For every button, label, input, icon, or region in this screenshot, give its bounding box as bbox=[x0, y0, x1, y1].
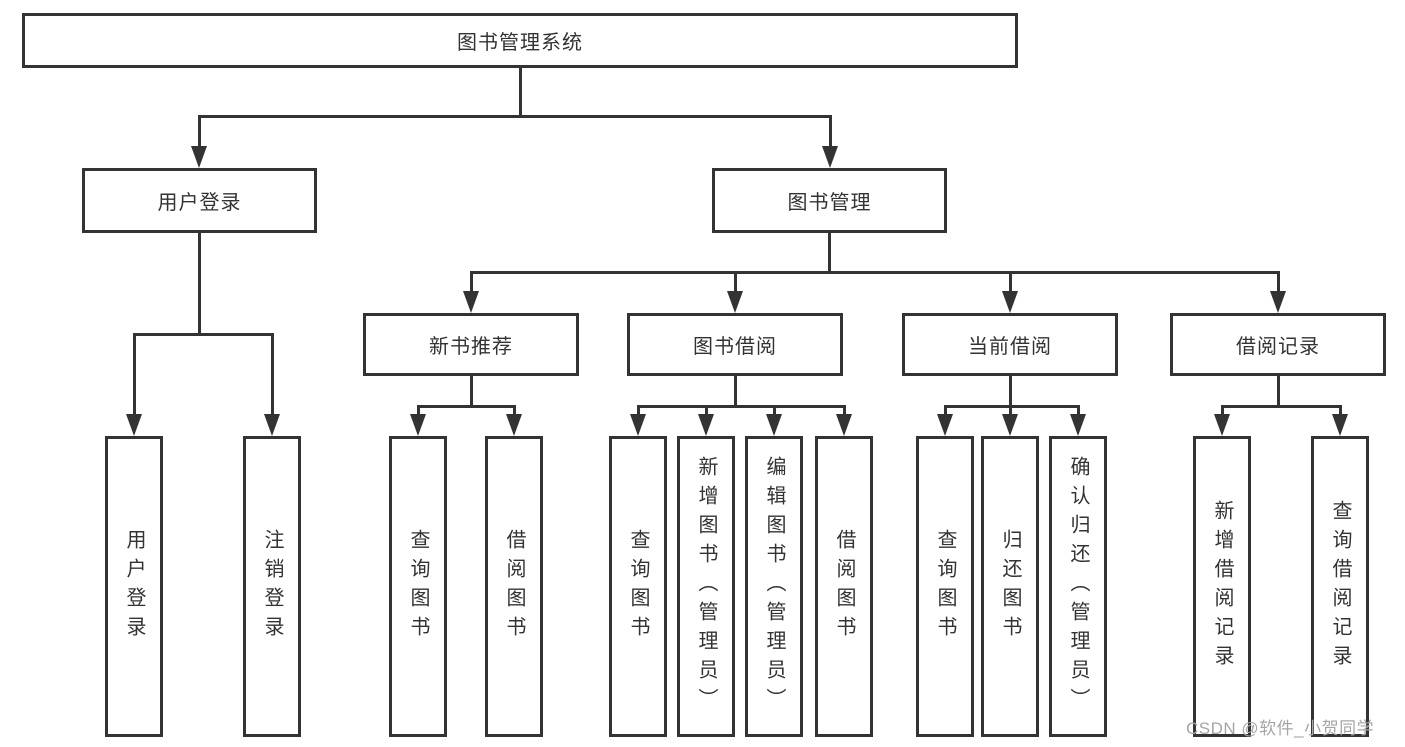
leaf-borrow-books-recommend: 借阅图书 bbox=[485, 436, 543, 737]
connector-line bbox=[829, 115, 832, 150]
connector-line bbox=[133, 333, 274, 336]
node-book-borrowing: 图书借阅 bbox=[627, 313, 843, 376]
connector-line bbox=[470, 271, 1279, 274]
connector-line bbox=[1277, 271, 1280, 293]
arrowhead-down bbox=[698, 414, 714, 436]
arrowhead-down bbox=[1070, 414, 1086, 436]
leaf-edit-book-admin: 编辑图书（管理员） bbox=[745, 436, 803, 737]
connector-line bbox=[133, 333, 136, 418]
arrowhead-down bbox=[1332, 414, 1348, 436]
node-new-book-recommend: 新书推荐 bbox=[363, 313, 579, 376]
node-book-management: 图书管理 bbox=[712, 168, 947, 233]
leaf-add-book-admin: 新增图书（管理员） bbox=[677, 436, 735, 737]
connector-line bbox=[198, 115, 832, 118]
leaf-add-borrow-record: 新增借阅记录 bbox=[1193, 436, 1251, 737]
leaf-return-book: 归还图书 bbox=[981, 436, 1039, 737]
node-label: 借阅记录 bbox=[1236, 336, 1320, 358]
arrowhead-down bbox=[937, 414, 953, 436]
connector-line bbox=[417, 405, 420, 418]
leaf-logout: 注销登录 bbox=[243, 436, 301, 737]
arrowhead-down bbox=[836, 414, 852, 436]
leaf-query-books-borrowing: 查询图书 bbox=[609, 436, 667, 737]
connector-line bbox=[773, 405, 776, 418]
connector-line bbox=[734, 271, 737, 293]
connector-line bbox=[1221, 405, 1341, 408]
leaf-label: 用户登录 bbox=[123, 528, 145, 645]
arrowhead-down bbox=[1270, 291, 1286, 313]
leaf-label: 归还图书 bbox=[999, 528, 1021, 645]
node-label: 当前借阅 bbox=[968, 336, 1052, 358]
arrowhead-down bbox=[506, 414, 522, 436]
leaf-user-login: 用户登录 bbox=[105, 436, 163, 737]
leaf-query-books-current: 查询图书 bbox=[916, 436, 974, 737]
arrowhead-down bbox=[264, 414, 280, 436]
connector-line bbox=[198, 233, 201, 336]
leaf-label: 查询图书 bbox=[407, 528, 429, 645]
connector-line bbox=[1009, 405, 1012, 418]
node-library-management-system: 图书管理系统 bbox=[22, 13, 1018, 68]
csdn-watermark: CSDN @软件_小贺同学 bbox=[1186, 719, 1375, 738]
node-label: 用户登录 bbox=[157, 192, 242, 214]
connector-line bbox=[198, 115, 201, 150]
arrowhead-down bbox=[410, 414, 426, 436]
connector-line bbox=[519, 68, 522, 117]
connector-line bbox=[1009, 271, 1012, 293]
node-label: 图书管理系统 bbox=[457, 32, 583, 54]
leaf-query-borrow-record: 查询借阅记录 bbox=[1311, 436, 1369, 737]
leaf-label: 新增图书（管理员） bbox=[695, 456, 717, 717]
arrowhead-down bbox=[630, 414, 646, 436]
node-label: 图书借阅 bbox=[693, 336, 777, 358]
arrowhead-down bbox=[766, 414, 782, 436]
leaf-label: 新增借阅记录 bbox=[1211, 499, 1233, 674]
connector-line bbox=[734, 376, 737, 408]
leaf-label: 确认归还（管理员） bbox=[1067, 456, 1089, 717]
leaf-label: 注销登录 bbox=[261, 528, 283, 645]
node-current-borrowing: 当前借阅 bbox=[902, 313, 1118, 376]
leaf-label: 查询图书 bbox=[627, 528, 649, 645]
arrowhead-down bbox=[463, 291, 479, 313]
leaf-label: 借阅图书 bbox=[833, 528, 855, 645]
arrowhead-down bbox=[191, 146, 207, 168]
connector-line bbox=[944, 405, 947, 418]
leaf-borrow-book: 借阅图书 bbox=[815, 436, 873, 737]
connector-line bbox=[513, 405, 516, 418]
arrowhead-down bbox=[1214, 414, 1230, 436]
connector-line bbox=[470, 376, 473, 408]
connector-line bbox=[417, 405, 515, 408]
connector-line bbox=[944, 405, 1080, 408]
connector-line bbox=[637, 405, 640, 418]
arrowhead-down bbox=[1002, 291, 1018, 313]
arrowhead-down bbox=[1002, 414, 1018, 436]
connector-line bbox=[1277, 376, 1280, 408]
connector-line bbox=[1339, 405, 1342, 418]
connector-line bbox=[705, 405, 708, 418]
connector-line bbox=[1221, 405, 1224, 418]
node-user-login: 用户登录 bbox=[82, 168, 317, 233]
leaf-label: 编辑图书（管理员） bbox=[763, 456, 785, 717]
connector-line bbox=[637, 405, 845, 408]
node-label: 新书推荐 bbox=[429, 336, 513, 358]
node-borrowing-records: 借阅记录 bbox=[1170, 313, 1386, 376]
connector-line bbox=[1077, 405, 1080, 418]
node-label: 图书管理 bbox=[787, 192, 872, 214]
leaf-label: 查询借阅记录 bbox=[1329, 499, 1351, 674]
leaf-label: 查询图书 bbox=[934, 528, 956, 645]
connector-line bbox=[828, 233, 831, 273]
arrowhead-down bbox=[126, 414, 142, 436]
connector-line bbox=[843, 405, 846, 418]
leaf-label: 借阅图书 bbox=[503, 528, 525, 645]
connector-line bbox=[470, 271, 473, 293]
arrowhead-down bbox=[727, 291, 743, 313]
arrowhead-down bbox=[822, 146, 838, 168]
connector-line bbox=[271, 333, 274, 418]
leaf-query-books-recommend: 查询图书 bbox=[389, 436, 447, 737]
connector-line bbox=[1009, 376, 1012, 408]
leaf-confirm-return-admin: 确认归还（管理员） bbox=[1049, 436, 1107, 737]
